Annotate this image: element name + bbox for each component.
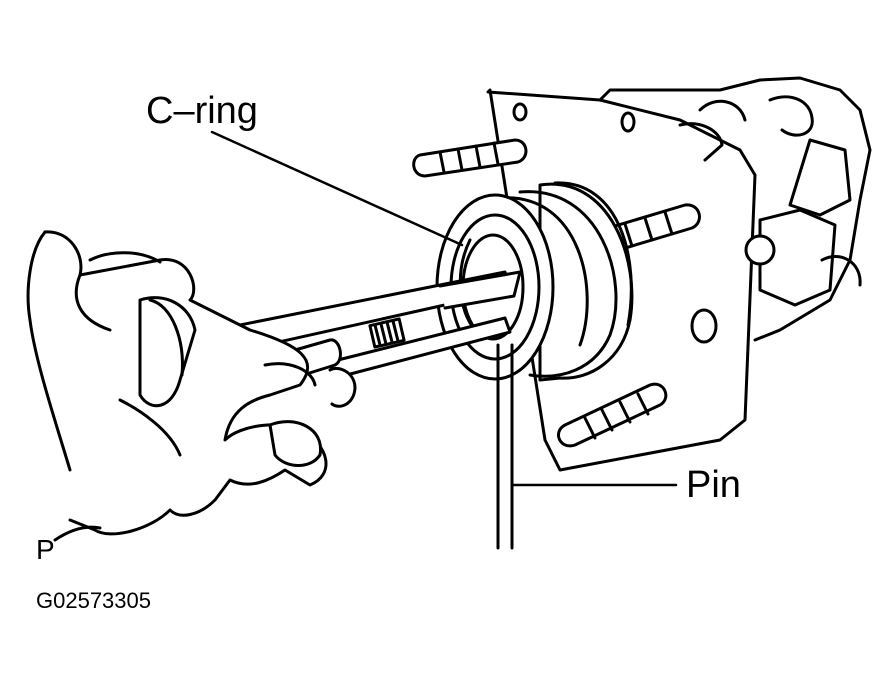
pin-rod (496, 343, 678, 550)
pin-label: Pin (686, 464, 741, 506)
figure-code: G02573305 (36, 588, 151, 613)
p-label: P (36, 534, 55, 565)
c-ring-label: C–ring (146, 90, 258, 132)
c-ring-leader-line (210, 130, 464, 247)
hand (26, 230, 328, 542)
